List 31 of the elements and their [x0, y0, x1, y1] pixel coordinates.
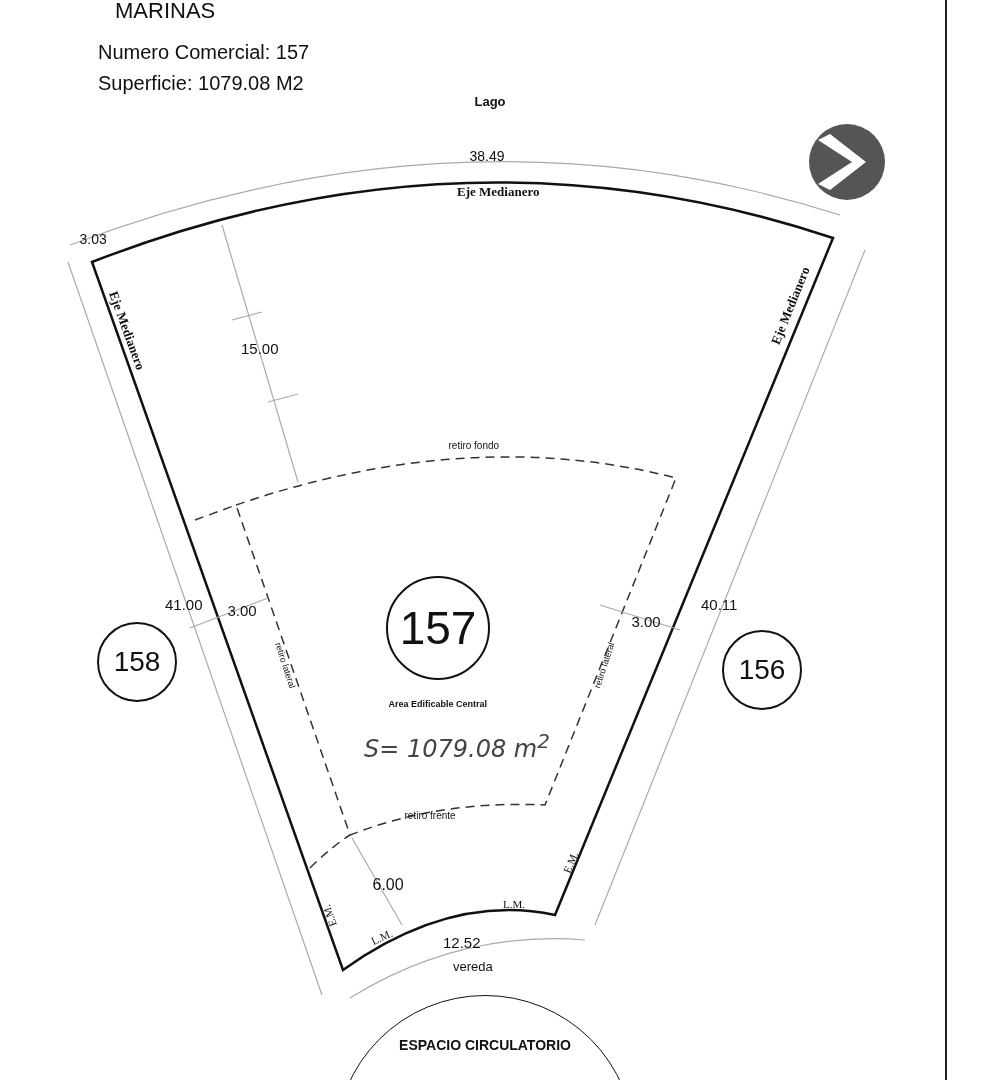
boundary-abbreviation: E.M.	[321, 902, 339, 928]
area-text: Superficie: 1079.08 M2	[98, 73, 304, 93]
lot-number-text: Numero Comercial: 157	[98, 42, 310, 62]
dimension-value: 38.49	[469, 149, 505, 163]
dimension-value: 3.00	[227, 602, 257, 618]
dimension-value: 6.00	[372, 877, 404, 893]
setback-label: retiro lateral	[273, 641, 297, 689]
area-label: ESPACIO CIRCULATORIO	[399, 1038, 571, 1052]
area-value: S= 1079.08 m$^{2}$	[364, 731, 550, 761]
dimension-value: 15.00	[241, 340, 279, 356]
lot-number-circle	[97, 622, 177, 702]
setback-label: retiro frente	[404, 811, 456, 821]
sidewalk-label: vereda	[453, 959, 493, 973]
lot-number: 156	[738, 656, 786, 684]
boundary-label: Eje Medianero	[457, 184, 540, 198]
boundary-abbreviation: L.M.	[503, 898, 525, 910]
lot-number-circle	[722, 630, 802, 710]
lot-number: 157	[399, 605, 477, 651]
lot-number-circle	[386, 576, 490, 680]
boundary-abbreviation: L.M.	[369, 927, 395, 947]
dimension-value: 3.00	[631, 613, 661, 629]
dimension-value: 41.00	[165, 596, 203, 612]
dimension-value: 3.03	[79, 232, 107, 246]
place-label: Lago	[474, 94, 506, 108]
dimension-value: 12.52	[443, 934, 481, 950]
setback-label: retiro lateral	[593, 641, 617, 689]
boundary-abbreviation: E.M.	[561, 849, 581, 875]
dimension-value: 40.11	[701, 596, 738, 612]
lot-number: 158	[113, 648, 161, 676]
setback-label: retiro fondo	[448, 441, 500, 451]
section-heading: MARINAS	[115, 0, 216, 22]
